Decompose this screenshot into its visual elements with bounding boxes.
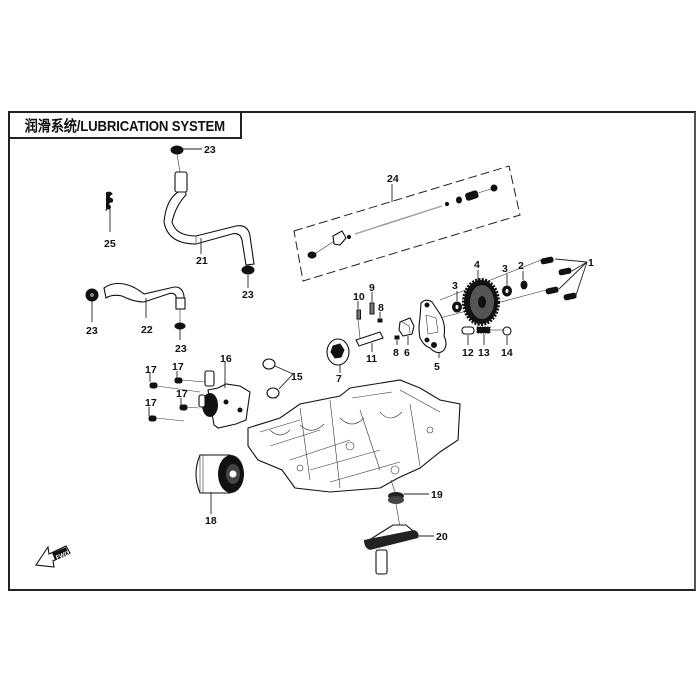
oil-pump-gear-4[interactable] (462, 278, 500, 326)
oil-filter-18[interactable] (195, 454, 244, 494)
callout-1: 1 (588, 257, 594, 269)
oil-pump-body-5[interactable] (418, 299, 447, 354)
callout-17: 17 (145, 364, 157, 376)
callout-17: 17 (172, 361, 184, 373)
callout-21: 21 (196, 255, 208, 267)
callout-22: 22 (141, 324, 153, 336)
bolt-17-d[interactable] (148, 415, 157, 422)
clamp-23-lower[interactable] (174, 322, 186, 330)
pump-block-6[interactable] (398, 317, 415, 337)
pump-shaft-11[interactable] (355, 331, 384, 347)
callout-9: 9 (369, 282, 375, 294)
seal-19[interactable] (388, 492, 404, 504)
callout-7: 7 (336, 373, 342, 385)
hose-22-end (175, 297, 186, 310)
crankcase[interactable] (247, 379, 461, 493)
shaft-assembly-24[interactable]: 24 (293, 165, 521, 282)
bolt-24a (307, 251, 317, 259)
callout-8: 8 (378, 302, 384, 314)
callout-14: 14 (501, 347, 513, 359)
callout-15: 15 (291, 371, 303, 383)
diagram-frame (8, 111, 696, 591)
bolts-1[interactable] (540, 256, 577, 301)
hose-22[interactable] (103, 282, 186, 310)
oil-cooler-16[interactable] (198, 370, 251, 429)
washer-3-right[interactable] (502, 285, 512, 297)
callout-11: 11 (366, 353, 377, 365)
spring-13[interactable] (476, 326, 491, 334)
callout-5: 5 (434, 361, 440, 373)
plug-14[interactable] (502, 326, 512, 336)
o-ring-15-upper[interactable] (262, 358, 276, 370)
title-box: 润滑系统/LUBRICATION SYSTEM (8, 111, 242, 139)
callout-17: 17 (176, 388, 188, 400)
callout-18: 18 (205, 515, 217, 527)
clip-25[interactable] (105, 191, 114, 212)
o-ring-15-lower[interactable] (266, 387, 280, 399)
relief-plunger-12[interactable] (461, 326, 475, 335)
dowel-pin-8-lower[interactable] (394, 335, 400, 340)
callout-20: 20 (436, 531, 448, 543)
callout-23: 23 (242, 289, 254, 301)
page-title: 润滑系统/LUBRICATION SYSTEM (24, 117, 226, 135)
callout-3: 3 (452, 280, 458, 292)
pin-10[interactable] (356, 309, 361, 320)
callout-24: 24 (387, 173, 399, 185)
oil-pump-rotor-7[interactable] (326, 338, 350, 366)
callout-6: 6 (404, 347, 410, 359)
clamp-23-right[interactable] (241, 265, 255, 275)
washer-3-left[interactable] (452, 301, 462, 313)
callout-3: 3 (502, 263, 508, 275)
hose-21-end (174, 171, 188, 193)
bolt-17-b[interactable] (149, 382, 158, 389)
callout-23: 23 (86, 325, 98, 337)
callout-23: 23 (204, 144, 216, 156)
callout-19: 19 (431, 489, 443, 501)
clamp-23-top[interactable] (170, 145, 184, 155)
washer-2[interactable] (520, 280, 528, 290)
callout-8: 8 (393, 347, 399, 359)
callout-12: 12 (462, 347, 474, 359)
dowel-pin-8-upper[interactable] (377, 318, 383, 323)
callout-2: 2 (518, 260, 524, 272)
callout-16: 16 (220, 353, 232, 365)
callout-25: 25 (104, 238, 116, 250)
fwd-label: FWD (55, 551, 71, 562)
callout-4: 4 (474, 259, 480, 271)
oil-strainer-20[interactable] (364, 524, 419, 575)
clamp-23-left[interactable] (85, 288, 99, 302)
hose-21[interactable] (163, 171, 255, 266)
callout-17: 17 (145, 397, 157, 409)
callout-23: 23 (175, 343, 187, 355)
bolt-17-c[interactable] (179, 404, 188, 411)
bolt-17-a[interactable] (174, 377, 183, 384)
bracket-24 (332, 230, 347, 246)
callout-13: 13 (478, 347, 490, 359)
forward-direction-arrow: FWD (35, 545, 71, 568)
callout-10: 10 (353, 291, 365, 303)
pin-9[interactable] (369, 302, 375, 315)
